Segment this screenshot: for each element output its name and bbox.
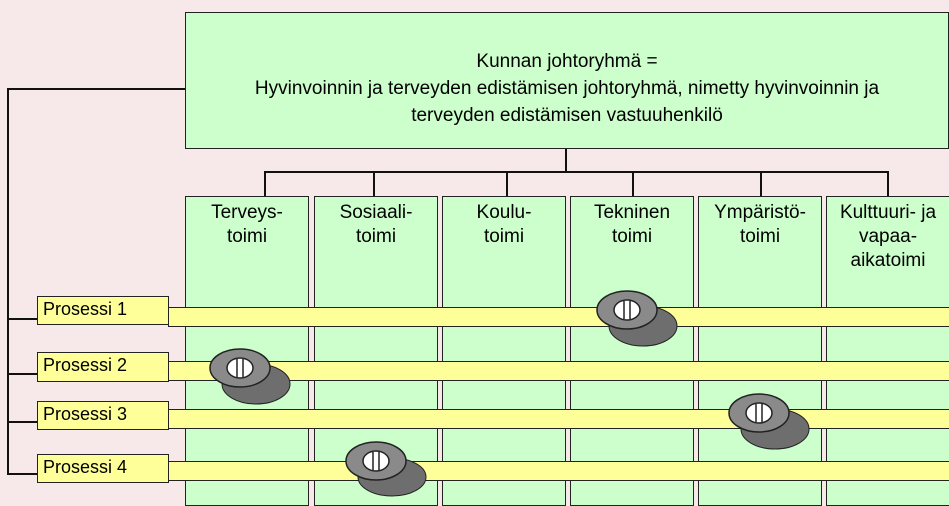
department-column-tekninen-toimi: Tekninen toimi [570,196,694,506]
process-bar-4 [168,461,949,481]
left-connector-process-2 [7,373,38,375]
left-connector-top [7,88,186,90]
left-connector-vertical [7,88,9,474]
left-connector-process-3 [7,421,38,423]
process-1-valve-icon [596,290,678,347]
left-connector-process-1 [7,318,38,320]
department-column-terveystoimi: Terveys- toimi [185,196,309,506]
tree-drop-3 [506,171,508,196]
process-label-4: Prosessi 4 [37,454,169,483]
left-connector-process-4 [7,473,38,475]
tree-drop-1 [264,171,266,196]
process-label-3: Prosessi 3 [37,401,169,430]
management-group-line2: Hyvinvoinnin ja terveyden edistämisen jo… [254,78,880,99]
management-group-box: Kunnan johtoryhmä = Hyvinvoinnin ja terv… [185,12,949,149]
tree-drop-4 [632,171,634,196]
tree-horizontal [264,171,888,173]
process-bar-1 [168,307,949,327]
department-column-koulutoimi: Koulu- toimi [442,196,566,506]
process-bar-3 [168,409,949,429]
process-label-1: Prosessi 1 [37,296,169,325]
tree-drop-6 [887,171,889,196]
department-column-sosiaalitoimi: Sosiaali- toimi [314,196,438,506]
process-label-2: Prosessi 2 [37,352,169,382]
process-4-valve-icon [345,441,427,497]
tree-drop-5 [760,171,762,196]
process-3-valve-icon [728,393,810,450]
tree-drop-2 [373,171,375,196]
tree-stem [565,149,567,171]
management-group-title: Kunnan johtoryhmä = [476,51,658,72]
department-column-ymparistotoimi: Ympäristö- toimi [698,196,822,506]
management-group-line3: terveyden edistämisen vastuuhenkilö [411,105,723,126]
process-2-valve-icon [209,348,291,405]
department-column-kulttuuri-ja-vapaa-aikatoimi: Kulttuuri- ja vapaa- aikatoimi [826,196,949,506]
